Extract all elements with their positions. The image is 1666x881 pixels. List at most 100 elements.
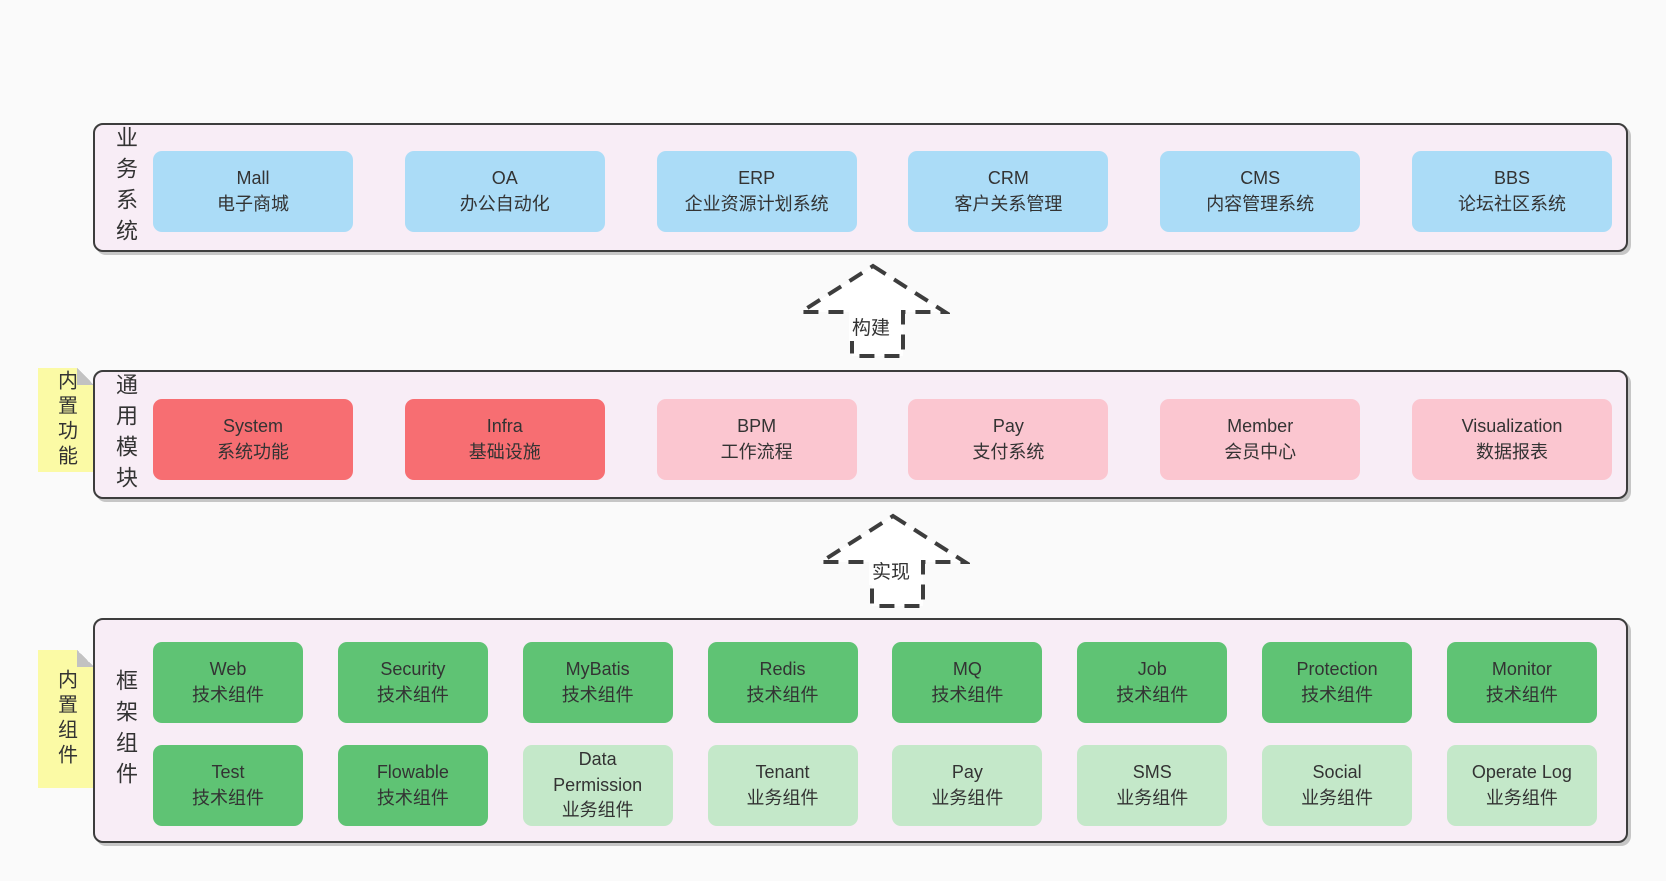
box-title: Tenant — [755, 761, 810, 782]
layer-business-systems: 业务系统 Mall 电子商城 OA 办公自动化 ERP 企业资源计划系统 CRM 客户关系管理… — [93, 123, 1628, 252]
box-subtitle: 技术组件 — [192, 787, 264, 808]
box-subtitle: 技术组件 — [746, 684, 819, 705]
box-title: CMS — [1240, 167, 1281, 188]
implement-arrow-label: 实现 — [869, 556, 914, 585]
box-title: MQ — [952, 658, 982, 679]
box-subtitle: 企业资源计划系统 — [684, 193, 829, 214]
box-flowable: Flowable 技术组件 — [337, 745, 488, 826]
box-title: BBS — [1493, 167, 1530, 188]
box-title: BPM — [737, 415, 777, 436]
module-row: System 系统功能 Infra 基础设施 BPM 工作流程 Pay 支付系统 Member 会… — [153, 399, 1612, 480]
box-subtitle: 论坛社区系统 — [1457, 193, 1566, 214]
box-subtitle: 会员中心 — [1224, 441, 1297, 462]
box-tenant: Tenant 业务组件 — [707, 745, 858, 826]
box-title: SMS — [1132, 761, 1172, 782]
box-title: Pay — [992, 415, 1024, 436]
box-title: Test — [211, 761, 245, 782]
box-visualization: Visualization 数据报表 — [1411, 399, 1612, 480]
box-subtitle: 技术组件 — [1485, 684, 1558, 705]
box-subtitle: 业务组件 — [1485, 787, 1558, 808]
box-subtitle: 基础设施 — [468, 441, 541, 462]
box-redis: Redis 技术组件 — [707, 642, 858, 723]
box-title: Mall — [236, 167, 270, 188]
note-built-in-features-label: 内置功能 — [54, 370, 77, 470]
box-subtitle: 客户关系管理 — [954, 193, 1063, 214]
box-title: Data Permission — [553, 749, 643, 795]
box-bpm: BPM 工作流程 — [656, 399, 857, 480]
box-data-permission: Data Permission 业务组件 — [522, 745, 673, 826]
box-social: Social 业务组件 — [1262, 745, 1413, 826]
box-title: Job — [1137, 658, 1167, 679]
box-title: Web — [209, 658, 247, 679]
box-cms: CMS 内容管理系统 — [1160, 151, 1361, 232]
box-oa: OA 办公自动化 — [404, 151, 605, 232]
box-subtitle: 技术组件 — [376, 684, 449, 705]
box-title: Visualization — [1461, 415, 1563, 436]
layer-business-systems-label: 业务系统 — [113, 125, 138, 250]
box-system: System 系统功能 — [153, 399, 353, 480]
box-subtitle: 技术组件 — [192, 684, 264, 705]
box-subtitle: 办公自动化 — [459, 193, 550, 214]
note-built-in-components-label: 内置组件 — [54, 669, 77, 769]
box-title: Monitor — [1491, 658, 1552, 679]
box-subtitle: 业务组件 — [931, 787, 1004, 808]
box-title: Member — [1227, 415, 1294, 436]
box-title: Redis — [759, 658, 806, 679]
box-subtitle: 业务组件 — [1116, 787, 1189, 808]
box-mall: Mall 电子商城 — [153, 151, 353, 232]
box-subtitle: 业务组件 — [1301, 787, 1374, 808]
module-row: Mall 电子商城 OA 办公自动化 ERP 企业资源计划系统 CRM 客户关系管理 CMS 内容… — [153, 151, 1612, 232]
box-subtitle: 支付系统 — [972, 441, 1045, 462]
box-web: Web 技术组件 — [153, 642, 303, 723]
box-title: Pay — [951, 761, 983, 782]
box-subtitle: 系统功能 — [217, 441, 289, 462]
box-operate-log: Operate Log 业务组件 — [1446, 745, 1597, 826]
box-title: Flowable — [376, 761, 449, 782]
box-crm: CRM 客户关系管理 — [908, 151, 1109, 232]
box-erp: ERP 企业资源计划系统 — [656, 151, 857, 232]
box-subtitle: 数据报表 — [1475, 441, 1548, 462]
box-subtitle: 技术组件 — [561, 684, 634, 705]
layer-framework-components-label: 框架组件 — [113, 668, 138, 793]
layer-business-systems-rows: Mall 电子商城 OA 办公自动化 ERP 企业资源计划系统 CRM 客户关系管理 CMS 内容… — [95, 125, 1626, 250]
box-subtitle: 业务组件 — [561, 800, 634, 821]
note-built-in-features: 内置功能 — [38, 368, 94, 472]
layer-common-modules-label: 通用模块 — [113, 372, 138, 497]
box-title: ERP — [738, 167, 776, 188]
box-title: Protection — [1296, 658, 1378, 679]
box-test: Test 技术组件 — [153, 745, 303, 826]
box-pay: Pay 支付系统 — [908, 399, 1109, 480]
box-subtitle: 技术组件 — [1301, 684, 1374, 705]
box-subtitle: 电子商城 — [217, 193, 289, 214]
box-pay: Pay 业务组件 — [892, 745, 1043, 826]
box-title: MyBatis — [565, 658, 630, 679]
box-sms: SMS 业务组件 — [1077, 745, 1228, 826]
box-infra: Infra 基础设施 — [404, 399, 605, 480]
note-built-in-components: 内置组件 — [38, 650, 94, 788]
box-title: Operate Log — [1471, 761, 1572, 782]
box-monitor: Monitor 技术组件 — [1446, 642, 1597, 723]
build-arrow-icon — [795, 263, 950, 358]
box-title: CRM — [987, 167, 1029, 188]
box-title: System — [222, 415, 283, 436]
box-subtitle: 技术组件 — [376, 787, 449, 808]
box-title: Infra — [486, 415, 523, 436]
box-subtitle: 技术组件 — [1116, 684, 1189, 705]
build-arrow-label: 构建 — [849, 312, 894, 341]
layer-common-modules-rows: System 系统功能 Infra 基础设施 BPM 工作流程 Pay 支付系统 Member 会… — [95, 372, 1626, 497]
box-title: Social — [1312, 761, 1362, 782]
box-subtitle: 内容管理系统 — [1206, 193, 1315, 214]
box-job: Job 技术组件 — [1077, 642, 1228, 723]
box-bbs: BBS 论坛社区系统 — [1411, 151, 1612, 232]
box-mybatis: MyBatis 技术组件 — [522, 642, 673, 723]
box-subtitle: 业务组件 — [746, 787, 819, 808]
box-protection: Protection 技术组件 — [1262, 642, 1413, 723]
box-subtitle: 工作流程 — [720, 441, 793, 462]
box-title: OA — [491, 167, 518, 188]
box-title: Security — [380, 658, 446, 679]
box-security: Security 技术组件 — [337, 642, 488, 723]
